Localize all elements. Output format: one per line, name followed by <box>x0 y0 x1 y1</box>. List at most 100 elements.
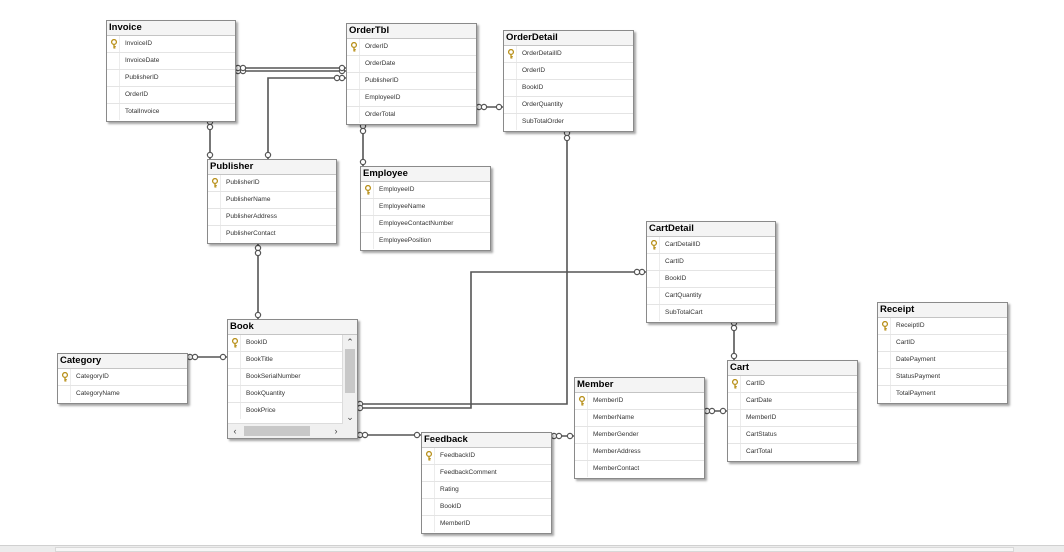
row-selector[interactable] <box>647 305 660 321</box>
row-selector[interactable] <box>208 175 221 191</box>
row-selector[interactable] <box>422 516 435 532</box>
row-selector[interactable] <box>575 444 588 460</box>
row-selector[interactable] <box>107 36 120 52</box>
row-selector[interactable] <box>107 104 120 120</box>
column-row[interactable]: EmployeeContactNumber <box>361 216 490 233</box>
column-row[interactable]: CategoryName <box>58 386 187 402</box>
column-row[interactable]: BookID <box>228 335 343 352</box>
row-selector[interactable] <box>878 335 891 351</box>
column-row[interactable]: InvoiceID <box>107 36 235 53</box>
row-selector[interactable] <box>728 427 741 443</box>
row-selector[interactable] <box>361 182 374 198</box>
column-row[interactable]: MemberGender <box>575 427 704 444</box>
table-title[interactable]: OrderDetail <box>504 31 633 46</box>
column-row[interactable]: EmployeePosition <box>361 233 490 249</box>
row-selector[interactable] <box>504 46 517 62</box>
row-selector[interactable] <box>422 499 435 515</box>
column-row[interactable]: MemberContact <box>575 461 704 477</box>
column-row[interactable]: BookID <box>422 499 551 516</box>
chevron-up-icon[interactable]: ⌃ <box>346 337 354 347</box>
column-row[interactable]: BookID <box>647 271 775 288</box>
row-selector[interactable] <box>575 410 588 426</box>
column-row[interactable]: SubTotalCart <box>647 305 775 321</box>
horizontal-scrollbar[interactable] <box>0 545 1064 552</box>
column-row[interactable]: CartID <box>878 335 1007 352</box>
column-row[interactable]: CartStatus <box>728 427 857 444</box>
column-row[interactable]: TotalInvoice <box>107 104 235 120</box>
column-row[interactable]: CartDetailID <box>647 237 775 254</box>
row-selector[interactable] <box>422 448 435 464</box>
column-row[interactable]: EmployeeID <box>347 90 476 107</box>
row-selector[interactable] <box>504 63 517 79</box>
horizontal-scrollbar[interactable]: ‹› <box>228 423 343 438</box>
row-selector[interactable] <box>878 369 891 385</box>
column-row[interactable]: CartID <box>728 376 857 393</box>
row-selector[interactable] <box>208 226 221 242</box>
row-selector[interactable] <box>647 254 660 270</box>
column-row[interactable]: CartTotal <box>728 444 857 460</box>
row-selector[interactable] <box>347 107 360 123</box>
column-row[interactable]: OrderID <box>504 63 633 80</box>
column-row[interactable]: OrderDate <box>347 56 476 73</box>
row-selector[interactable] <box>228 352 241 368</box>
column-row[interactable]: EmployeeID <box>361 182 490 199</box>
row-selector[interactable] <box>107 87 120 103</box>
table-title[interactable]: Book <box>228 320 357 335</box>
column-row[interactable]: OrderID <box>107 87 235 104</box>
row-selector[interactable] <box>228 403 241 419</box>
column-row[interactable]: BookSerialNumber <box>228 369 343 386</box>
chevron-down-icon[interactable]: ⌄ <box>346 412 354 422</box>
row-selector[interactable] <box>575 393 588 409</box>
row-selector[interactable] <box>228 386 241 402</box>
row-selector[interactable] <box>107 53 120 69</box>
row-selector[interactable] <box>647 271 660 287</box>
table-title[interactable]: Category <box>58 354 187 369</box>
row-selector[interactable] <box>878 318 891 334</box>
row-selector[interactable] <box>728 410 741 426</box>
column-row[interactable]: TotalPayment <box>878 386 1007 402</box>
row-selector[interactable] <box>575 427 588 443</box>
table-title[interactable]: Publisher <box>208 160 336 175</box>
row-selector[interactable] <box>422 465 435 481</box>
column-row[interactable]: PublisherContact <box>208 226 336 242</box>
row-selector[interactable] <box>878 352 891 368</box>
column-row[interactable]: BookPrice <box>228 403 343 419</box>
column-row[interactable]: BookID <box>504 80 633 97</box>
column-row[interactable]: OrderQuantity <box>504 97 633 114</box>
column-row[interactable]: FeedbackID <box>422 448 551 465</box>
row-selector[interactable] <box>107 70 120 86</box>
row-selector[interactable] <box>504 97 517 113</box>
row-selector[interactable] <box>361 199 374 215</box>
column-row[interactable]: StatusPayment <box>878 369 1007 386</box>
column-row[interactable]: MemberID <box>422 516 551 532</box>
column-row[interactable]: PublisherID <box>107 70 235 87</box>
column-row[interactable]: OrderID <box>347 39 476 56</box>
row-selector[interactable] <box>647 288 660 304</box>
column-row[interactable]: FeedbackComment <box>422 465 551 482</box>
row-selector[interactable] <box>647 237 660 253</box>
column-row[interactable]: MemberID <box>575 393 704 410</box>
scrollbar-track[interactable] <box>55 547 1014 552</box>
table-title[interactable]: OrderTbl <box>347 24 476 39</box>
column-row[interactable]: InvoiceDate <box>107 53 235 70</box>
row-selector[interactable] <box>504 114 517 130</box>
column-row[interactable]: DatePayment <box>878 352 1007 369</box>
row-selector[interactable] <box>878 386 891 402</box>
table-title[interactable]: Invoice <box>107 21 235 36</box>
column-row[interactable]: CartQuantity <box>647 288 775 305</box>
table-title[interactable]: Cart <box>728 361 857 376</box>
row-selector[interactable] <box>728 444 741 460</box>
column-row[interactable]: OrderTotal <box>347 107 476 123</box>
table-title[interactable]: Employee <box>361 167 490 182</box>
column-row[interactable]: CartID <box>647 254 775 271</box>
column-row[interactable]: EmployeeName <box>361 199 490 216</box>
column-row[interactable]: MemberID <box>728 410 857 427</box>
